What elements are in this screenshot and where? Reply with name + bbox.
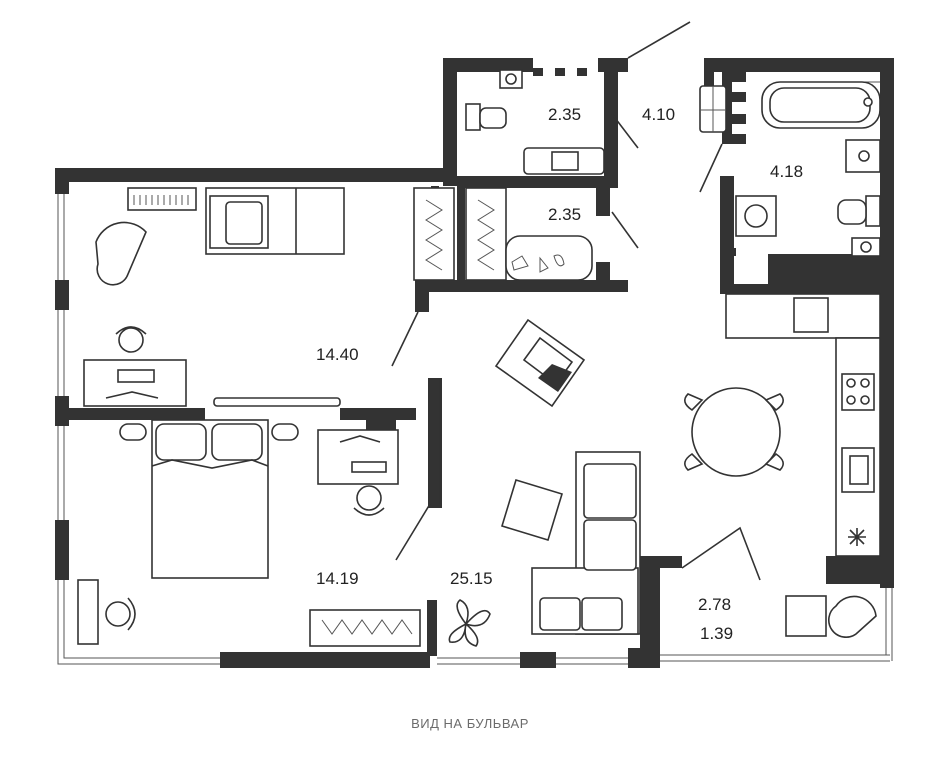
- wardrobe-fixtures: [413, 187, 593, 281]
- area-labels: 2.35 4.10 4.18 2.35 14.40 14.19 25.15 2.…: [316, 105, 803, 643]
- wc-fixtures: [465, 69, 605, 175]
- area-label-bedroom-2: 14.19: [316, 569, 359, 588]
- area-label-wc: 2.35: [548, 105, 581, 124]
- bedroom-1-furniture: [83, 187, 345, 407]
- view-caption: ВИД НА БУЛЬВАР: [411, 716, 529, 731]
- area-label-living-kitchen: 25.15: [450, 569, 493, 588]
- walls: [55, 58, 894, 668]
- living-kitchen-furniture: [448, 293, 881, 647]
- balcony-furniture: [785, 595, 877, 638]
- area-label-bedroom-1: 14.40: [316, 345, 359, 364]
- area-label-balcony-reduced: 1.39: [700, 624, 733, 643]
- floor-plan: 2.35 4.10 4.18 2.35 14.40 14.19 25.15 2.…: [55, 21, 894, 668]
- doors: [391, 21, 761, 581]
- bedroom-2-furniture: [77, 419, 421, 647]
- area-label-wardrobe: 2.35: [548, 205, 581, 224]
- bathroom-fixtures: [699, 81, 881, 257]
- area-label-bathroom: 4.18: [770, 162, 803, 181]
- area-label-balcony: 2.78: [698, 595, 731, 614]
- area-label-hall: 4.10: [642, 105, 675, 124]
